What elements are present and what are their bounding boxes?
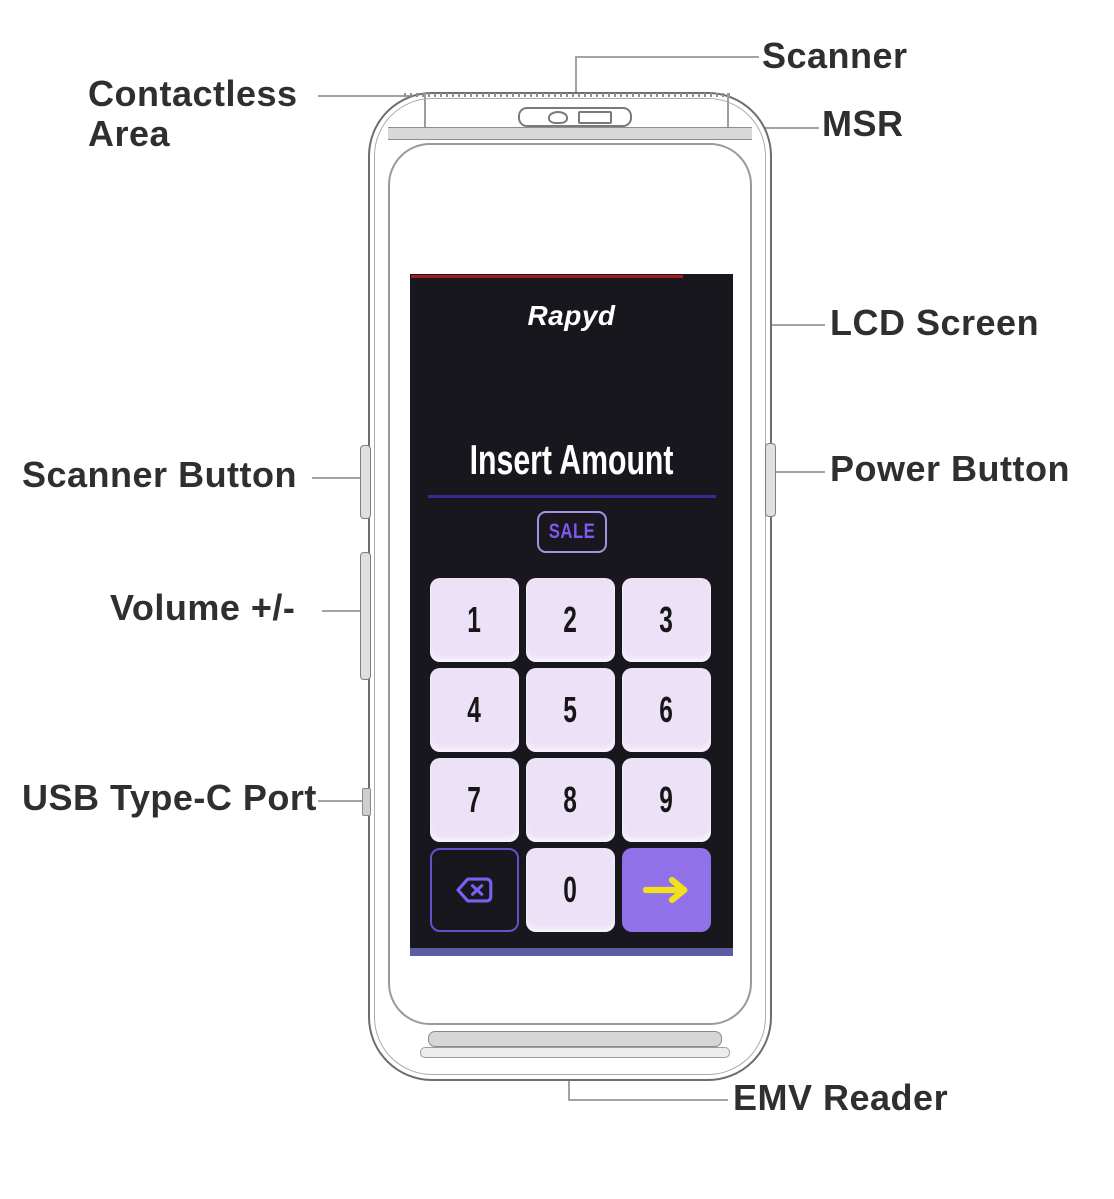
- key-4-label: 4: [467, 689, 482, 730]
- key-5[interactable]: 5: [526, 668, 615, 752]
- key-2[interactable]: 2: [526, 578, 615, 662]
- label-scanner: Scanner: [762, 35, 908, 76]
- key-3-label: 3: [659, 599, 674, 640]
- key-4[interactable]: 4: [430, 668, 519, 752]
- leader-scanner-h: [575, 56, 759, 58]
- arrow-right-icon: [642, 877, 687, 903]
- scanner-side-button[interactable]: [360, 445, 371, 519]
- key-6-label: 6: [659, 689, 674, 730]
- scanner-window: [578, 111, 612, 124]
- contactless-boundary-right: [727, 93, 729, 139]
- power-side-button[interactable]: [765, 443, 776, 517]
- label-contactless-area: Contactless Area: [88, 74, 298, 153]
- key-3[interactable]: 3: [622, 578, 711, 662]
- label-msr: MSR: [822, 103, 904, 144]
- leader-scanner-button: [312, 477, 367, 479]
- key-7[interactable]: 7: [430, 758, 519, 842]
- leader-scanner-v: [575, 56, 577, 110]
- sale-button-label: SALE: [548, 520, 596, 543]
- screen-title-text: Insert Amount: [469, 436, 674, 483]
- msr-slot: [388, 127, 752, 140]
- volume-rocker[interactable]: [360, 552, 371, 680]
- key-9[interactable]: 9: [622, 758, 711, 842]
- brand-logo: Rapyd: [527, 300, 616, 331]
- leader-usb: [318, 800, 367, 802]
- key-7-label: 7: [467, 779, 482, 820]
- leader-msr: [733, 127, 819, 129]
- label-usb-port: USB Type-C Port: [22, 777, 317, 818]
- enter-key[interactable]: [622, 848, 711, 932]
- device-front-face: [388, 143, 752, 1025]
- screen-bottom-bar: [410, 948, 733, 956]
- key-9-label: 9: [659, 779, 674, 820]
- backspace-icon: [455, 877, 492, 903]
- emv-reader-lip: [420, 1047, 730, 1058]
- usb-type-c-port: [362, 788, 371, 816]
- key-8[interactable]: 8: [526, 758, 615, 842]
- screen-title: Insert Amount: [410, 436, 733, 484]
- scanner-lens: [548, 111, 568, 124]
- label-volume: Volume +/-: [110, 587, 296, 628]
- label-lcd-screen: LCD Screen: [830, 302, 1040, 343]
- label-emv-reader: EMV Reader: [733, 1077, 949, 1118]
- sale-button[interactable]: SALE: [537, 511, 607, 553]
- label-contactless-line2: Area: [88, 112, 171, 154]
- contactless-boundary-left: [424, 93, 426, 139]
- key-1-label: 1: [467, 599, 482, 640]
- label-scanner-button: Scanner Button: [22, 454, 298, 495]
- label-power-button: Power Button: [830, 448, 1070, 489]
- key-0[interactable]: 0: [526, 848, 615, 932]
- leader-power-button: [770, 471, 825, 473]
- key-1[interactable]: 1: [430, 578, 519, 662]
- numeric-keypad: 1 2 3 4 5 6 7 8 9 0: [430, 578, 711, 932]
- key-0-label: 0: [563, 869, 578, 910]
- lcd-screen: Rapyd Insert Amount SALE 1 2 3 4 5 6 7 8…: [410, 274, 733, 956]
- leader-volume: [322, 610, 367, 612]
- title-divider: [428, 495, 716, 498]
- key-2-label: 2: [563, 599, 578, 640]
- screen-top-accent-line: [411, 275, 683, 278]
- key-5-label: 5: [563, 689, 578, 730]
- label-contactless-line1: Contactless: [88, 73, 298, 114]
- backspace-key[interactable]: [430, 848, 519, 932]
- key-6[interactable]: 6: [622, 668, 711, 752]
- key-8-label: 8: [563, 779, 578, 820]
- leader-emv-h: [568, 1099, 728, 1101]
- device-body-inner-line: [374, 98, 766, 1075]
- contactless-area-hatch: [404, 93, 734, 97]
- leader-lcd: [735, 324, 825, 326]
- scanner-slot: [518, 107, 632, 127]
- emv-reader-slot: [428, 1031, 722, 1047]
